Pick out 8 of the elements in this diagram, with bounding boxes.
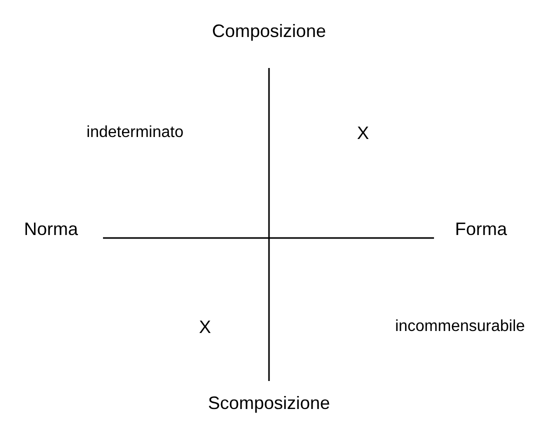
axis-label: Forma	[455, 220, 507, 238]
quadrant-label: X	[199, 318, 211, 336]
axis-label: Scomposizione	[208, 394, 330, 412]
quadrant-label: X	[357, 124, 369, 142]
axis-label: Norma	[24, 220, 78, 238]
axis-label: Composizione	[212, 22, 326, 40]
quadrant-label: indeterminato	[86, 125, 184, 141]
quadrant-label: incommensurabile	[395, 319, 525, 335]
